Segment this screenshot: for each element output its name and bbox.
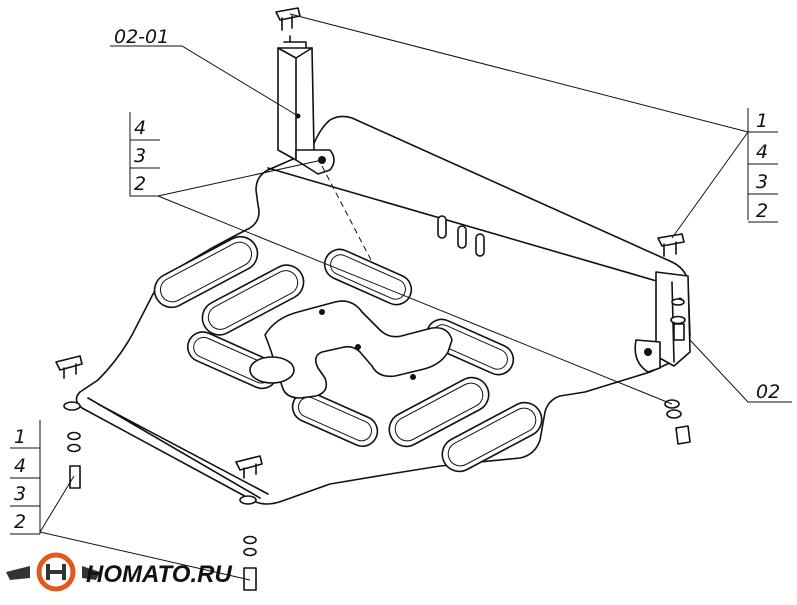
leader-lines: [39, 13, 792, 581]
slot: [388, 376, 490, 448]
rivet: [410, 374, 416, 380]
slot-inner: [330, 254, 406, 300]
slot-inner: [159, 241, 253, 303]
logo-ring-icon: [36, 552, 76, 592]
vent-slit: [437, 215, 447, 239]
rivet: [355, 344, 361, 350]
slot-inner: [394, 382, 484, 442]
bolt-left: [55, 355, 83, 411]
callout-right-4: 4: [756, 141, 768, 163]
callout-bottom-1: 1: [14, 426, 26, 448]
skid-plate: [75, 115, 691, 505]
vent-slits: [437, 215, 485, 257]
bolt-top: [275, 7, 301, 31]
bracket-02-foot: [634, 339, 661, 373]
slot-inner: [207, 270, 299, 330]
bolt-bottom-lower: [243, 535, 257, 591]
slot-inner: [298, 396, 372, 442]
slot: [201, 264, 305, 336]
bracket-02-01-fold: [277, 47, 313, 159]
stamped-slots: [153, 235, 543, 473]
round-hole: [249, 356, 295, 384]
callout-right-stack: 1 4 3 2: [747, 108, 778, 223]
callout-bottom-2: 2: [14, 511, 26, 533]
skid-plate-front-edge: [87, 397, 269, 499]
bracket-02-01-tab: [283, 35, 307, 49]
fasteners: [55, 7, 691, 591]
bolt-left-lower: [67, 431, 81, 489]
vent-slit: [475, 233, 485, 257]
callout-left-2: 2: [134, 173, 146, 195]
callout-bottom-3: 3: [14, 483, 26, 505]
homato-logo: HOMATO.RU: [6, 552, 232, 592]
callout-02-01: 02-01: [114, 26, 169, 48]
logo-text: HOMATO.RU: [86, 561, 232, 588]
callout-right-2: 2: [756, 200, 768, 222]
callout-bottom-left-stack: 1 4 3 2: [10, 420, 41, 535]
callout-left-stack: 4 3 2: [129, 112, 160, 196]
leader-right-stack-b: [671, 131, 749, 239]
leader-bottom-left-b: [39, 531, 251, 581]
slot: [153, 235, 259, 309]
callout-right-3: 3: [756, 171, 768, 193]
logo-wing-right: [82, 566, 100, 580]
vent-slit: [457, 225, 467, 249]
skid-plate-outline: [75, 115, 691, 505]
leader-left-stack-b: [157, 195, 673, 405]
leader-right-stack-a: [289, 13, 749, 133]
bolt-right-lower: [664, 399, 691, 445]
bracket-hole: [644, 348, 652, 356]
slot: [441, 401, 543, 473]
callout-right-1: 1: [756, 110, 768, 132]
slot: [291, 390, 379, 448]
leader-02-01: [110, 45, 299, 117]
callout-left-4: 4: [134, 117, 146, 139]
bracket-02-01: [277, 35, 335, 175]
callout-bottom-4: 4: [14, 455, 26, 477]
callout-left-3: 3: [134, 145, 146, 167]
slot: [323, 248, 413, 306]
leader-bottom-left-a: [39, 475, 75, 533]
logo-wing-left: [6, 566, 30, 580]
slot-inner: [447, 407, 537, 467]
centerline-dashed: [321, 165, 373, 263]
callout-02: 02: [756, 381, 780, 403]
logo-h-mark: [46, 564, 66, 580]
rivet: [319, 309, 325, 315]
leader-02: [689, 339, 792, 403]
bolt-bottom: [235, 455, 263, 505]
